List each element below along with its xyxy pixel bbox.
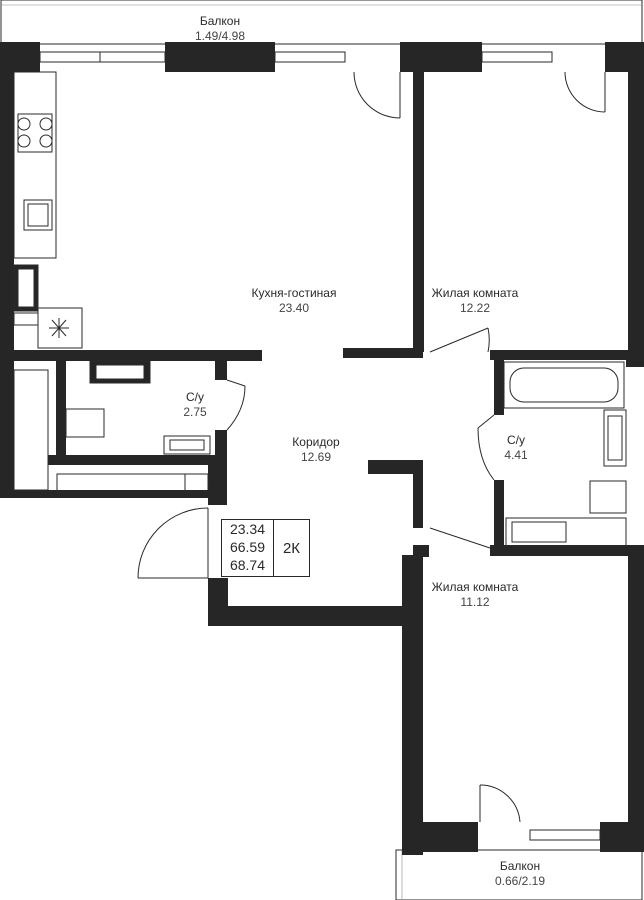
balcony-top-outline (0, 0, 643, 45)
room-name: Балкон (199, 14, 241, 28)
summary-type: 2К (282, 539, 301, 557)
room-corridor: Коридор 12.69 (256, 435, 376, 465)
kitchen-counter (13, 71, 57, 259)
room-area: 11.12 (460, 595, 490, 609)
windows (39, 51, 601, 841)
room-area: 12.69 (300, 450, 332, 464)
doors (137, 71, 606, 823)
toilet-1 (65, 408, 105, 438)
room-area: 23.40 (278, 301, 310, 315)
room-bathroom-2: С/у 4.41 (486, 433, 546, 463)
room-name: Коридор (292, 435, 340, 449)
summary-total-area-with-balcony: 68.74 (229, 557, 266, 573)
room-area: 2.75 (183, 405, 207, 419)
bathtub (503, 361, 625, 409)
room-name: Жилая комната (431, 580, 519, 594)
summary-areas: 23.34 66.59 68.74 (222, 520, 274, 576)
room-balcony-top: Балкон 1.49/4.98 (160, 14, 280, 44)
room-balcony-bottom: Балкон 0.66/2.19 (460, 859, 580, 889)
room-area: 4.41 (504, 448, 528, 462)
summary-box: 23.34 66.59 68.74 2К (221, 519, 310, 577)
summary-living-area: 23.34 (229, 521, 266, 537)
room-kitchen-living: Кухня-гостиная 23.40 (234, 286, 354, 316)
room-area: 12.22 (459, 301, 491, 315)
room-bathroom-1: С/у 2.75 (165, 390, 225, 420)
kitchen-sink (23, 199, 53, 231)
room-name: Кухня-гостиная (251, 286, 337, 300)
room-area: 0.66/2.19 (494, 874, 546, 888)
fixtures (13, 71, 627, 547)
summary-total-area: 66.59 (229, 539, 266, 555)
balcony-bottom-outline (395, 849, 643, 900)
vent-box (37, 307, 83, 349)
room-area: 1.49/4.98 (194, 29, 246, 43)
room-bedroom-1: Жилая комната 12.22 (415, 286, 535, 316)
room-name: Жилая комната (431, 286, 519, 300)
walls (0, 42, 644, 855)
toilet-2 (589, 480, 627, 514)
room-name: Балкон (499, 859, 541, 873)
room-bedroom-2: Жилая комната 11.12 (415, 580, 535, 610)
room-name: С/у (507, 433, 525, 447)
room-name: С/у (186, 390, 204, 404)
